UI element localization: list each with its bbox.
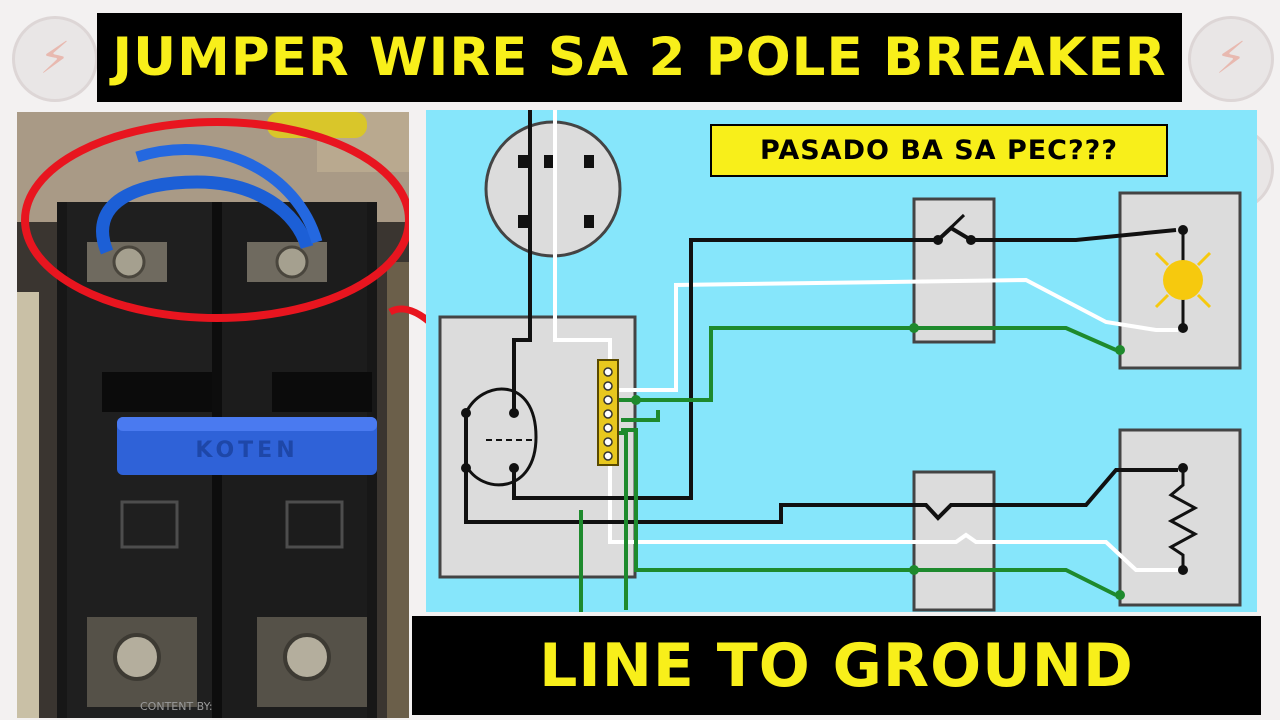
switch-box [912,197,996,344]
breaker-photo: KOTEN [17,112,409,718]
wiring-diagram: PASADO BA SA PEC??? [426,110,1257,612]
subtitle-banner: LINE TO GROUND [412,616,1261,715]
title-text: JUMPER WIRE SA 2 POLE BREAKER [112,27,1167,88]
resistor-icon [1167,468,1199,570]
subtitle-text: LINE TO GROUND [539,630,1134,701]
breaker-brand-text: KOTEN [195,438,298,463]
footer-credit: CONTENT BY: [140,700,213,713]
title-banner: JUMPER WIRE SA 2 POLE BREAKER [97,13,1182,102]
heater-box [1118,428,1242,607]
question-badge-text: PASADO BA SA PEC??? [760,135,1118,166]
question-badge: PASADO BA SA PEC??? [710,124,1168,177]
background-logo-icon: ⚡ [1188,16,1274,102]
background-logo-icon: ⚡ [12,16,98,102]
lamp-icon [1163,260,1203,300]
